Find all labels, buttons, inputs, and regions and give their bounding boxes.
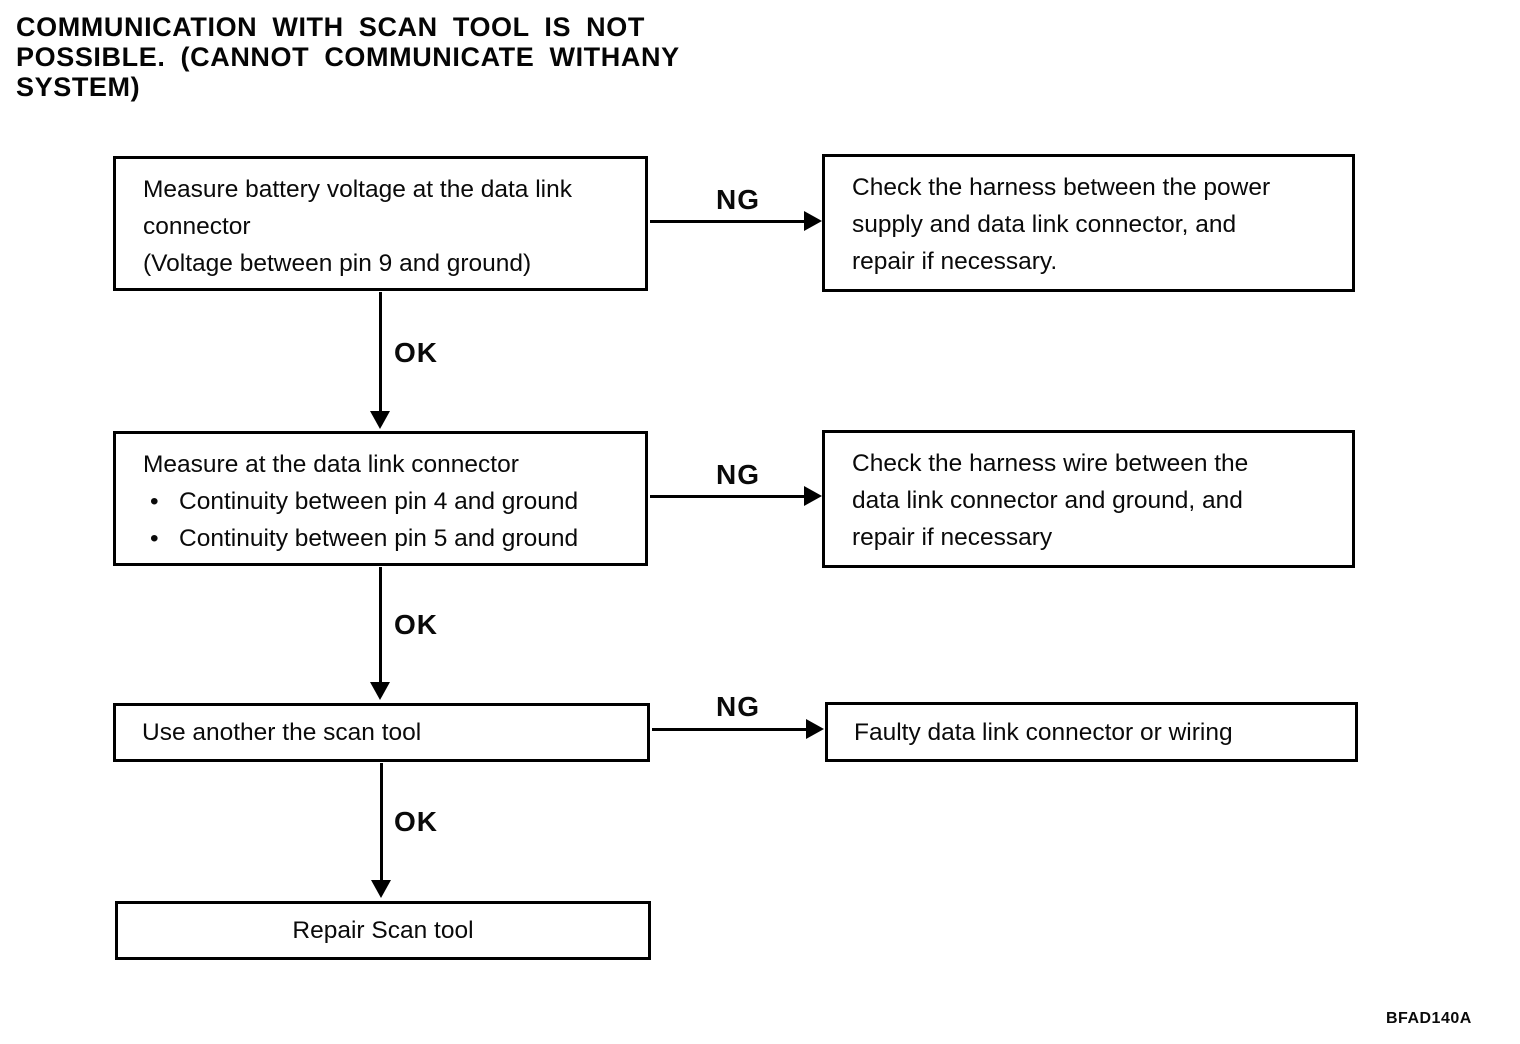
result1-line-2: supply and data link connector, and: [852, 211, 1237, 238]
ng-arrow-row1: [650, 211, 822, 231]
ok-label-1: OK: [394, 337, 438, 368]
result1-line-3: repair if necessary.: [852, 248, 1058, 275]
result2-line-2: data link connector and ground, and: [852, 487, 1243, 514]
ng-arrow-row2: [650, 486, 822, 506]
flow-result-check-power-harness: Check the harness between the power supp…: [822, 154, 1355, 292]
result3-text: Faulty data link connector or wiring: [854, 718, 1233, 746]
bullet-icon: •: [150, 525, 159, 552]
flow-result-check-ground-harness: Check the harness wire between the data …: [822, 430, 1355, 568]
page-title: COMMUNICATION WITH SCAN TOOL IS NOT POSS…: [16, 12, 680, 102]
flow-step-measure-battery-voltage: Measure battery voltage at the data link…: [113, 156, 648, 291]
ok-arrow-step3-to-step4: [371, 763, 391, 898]
step1-line-1: Measure battery voltage at the data link: [143, 176, 573, 203]
ng-label-row2: NG: [716, 459, 760, 490]
result2-line-1: Check the harness wire between the: [852, 450, 1249, 477]
step2-bullet-2: • Continuity between pin 5 and ground: [143, 520, 631, 557]
step2-bullet-2-text: Continuity between pin 5 and ground: [179, 525, 579, 552]
step2-intro: Measure at the data link connector: [143, 451, 519, 478]
page-title-line-2: POSSIBLE. (CANNOT COMMUNICATE WITHANY: [16, 42, 680, 72]
bullet-icon: •: [150, 488, 159, 515]
step1-line-3: (Voltage between pin 9 and ground): [143, 250, 532, 277]
ok-arrow-step2-to-step3: [370, 567, 390, 700]
step2-bullet-1-text: Continuity between pin 4 and ground: [179, 488, 579, 515]
ng-label-row1: NG: [716, 184, 760, 215]
ng-label-row3: NG: [716, 691, 760, 722]
ok-label-3: OK: [394, 806, 438, 837]
result2-line-3: repair if necessary: [852, 524, 1053, 551]
figure-code: BFAD140A: [1386, 1010, 1472, 1027]
flow-step-repair-scan-tool: Repair Scan tool: [115, 901, 651, 960]
ok-arrow-step1-to-step2: [370, 292, 390, 429]
step3-text: Use another the scan tool: [142, 719, 422, 746]
page-title-line-1: COMMUNICATION WITH SCAN TOOL IS NOT: [16, 12, 645, 42]
step4-text: Repair Scan tool: [292, 917, 474, 944]
flow-step-use-another-scan-tool: Use another the scan tool: [113, 703, 650, 762]
step2-bullet-1: • Continuity between pin 4 and ground: [143, 483, 631, 520]
step1-line-2: connector: [143, 213, 251, 240]
flow-step-measure-continuity: Measure at the data link connector • Con…: [113, 431, 648, 566]
page-title-line-3: SYSTEM): [16, 72, 141, 102]
ok-label-2: OK: [394, 609, 438, 640]
flow-result-faulty-connector: Faulty data link connector or wiring: [825, 702, 1358, 762]
ng-arrow-row3: [652, 719, 824, 739]
result1-line-1: Check the harness between the power: [852, 174, 1271, 201]
